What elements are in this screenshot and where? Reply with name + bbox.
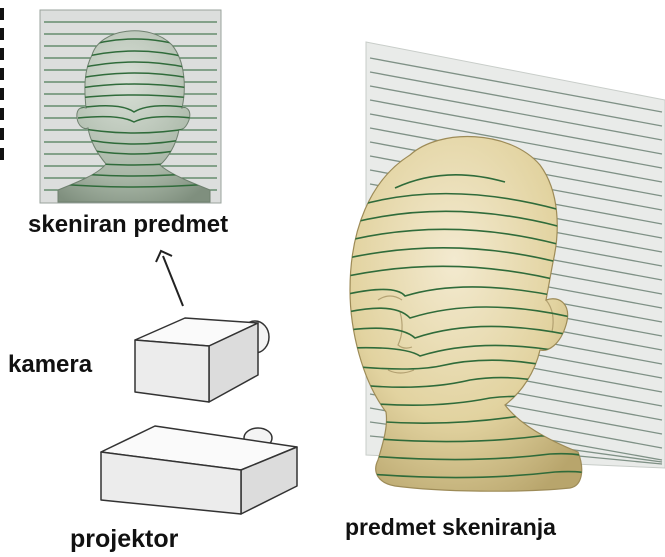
capture-arrow bbox=[156, 251, 183, 306]
scanned-object-label: skeniran predmet bbox=[28, 213, 228, 237]
projector-device bbox=[101, 426, 297, 514]
scan-object-label: predmet skeniranja bbox=[345, 516, 556, 539]
camera-label: kamera bbox=[8, 353, 92, 377]
camera-device bbox=[135, 318, 269, 402]
projector-label: projektor bbox=[70, 527, 178, 552]
scanned-object-thumbnail bbox=[40, 10, 221, 203]
crop-marks bbox=[0, 8, 4, 160]
